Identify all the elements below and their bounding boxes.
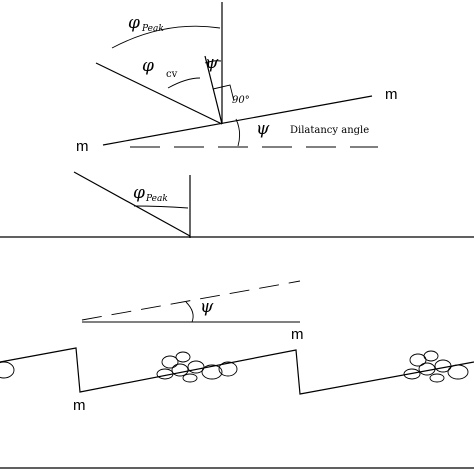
plane-end-m-left: m bbox=[76, 138, 89, 155]
phi-peak-subscript: Peak bbox=[141, 24, 164, 34]
plane-normal-line bbox=[204, 55, 223, 125]
middle-panel: φ Peak bbox=[73, 171, 191, 238]
bottom-m-left: m bbox=[73, 397, 86, 414]
psi-bottom-symbol: ψ bbox=[256, 119, 270, 139]
peak-friction-line bbox=[95, 62, 223, 125]
bottom-panel: ψ m m bbox=[0, 280, 474, 414]
middle-peak-subscript: Peak bbox=[145, 194, 168, 204]
bottom-m-right: m bbox=[291, 326, 304, 343]
bottom-psi-symbol: ψ bbox=[200, 297, 214, 317]
particle-cluster-left bbox=[0, 361, 15, 379]
psi-angle-arc-bottom bbox=[235, 118, 241, 147]
middle-peak-arc bbox=[133, 205, 189, 209]
right-angle-label: 90° bbox=[232, 95, 250, 106]
phi-cv-symbol: φ bbox=[142, 56, 154, 76]
angle-dashed-line bbox=[81, 280, 301, 321]
middle-phi-symbol: φ bbox=[133, 183, 145, 203]
right-angle-mark bbox=[212, 84, 235, 102]
cv-angle-arc bbox=[167, 77, 201, 89]
particle-cluster-middle bbox=[156, 351, 238, 383]
psi-angle-arc-top bbox=[204, 60, 222, 64]
particle-cluster-right bbox=[403, 350, 469, 383]
peak-angle-arc bbox=[111, 25, 221, 49]
phi-peak-symbol: φ bbox=[128, 13, 140, 33]
top-panel: φ Peak φ cv ψ 90° m m ψ Dilatancy angle bbox=[76, 2, 398, 155]
psi-top-symbol: ψ bbox=[205, 53, 219, 73]
inclined-plane-line bbox=[102, 95, 373, 146]
dilatancy-angle-label: Dilatancy angle bbox=[290, 125, 369, 136]
phi-cv-subscript: cv bbox=[166, 69, 178, 80]
plane-end-m-right: m bbox=[385, 86, 398, 103]
bottom-psi-arc bbox=[185, 301, 194, 323]
middle-peak-line bbox=[73, 171, 191, 237]
